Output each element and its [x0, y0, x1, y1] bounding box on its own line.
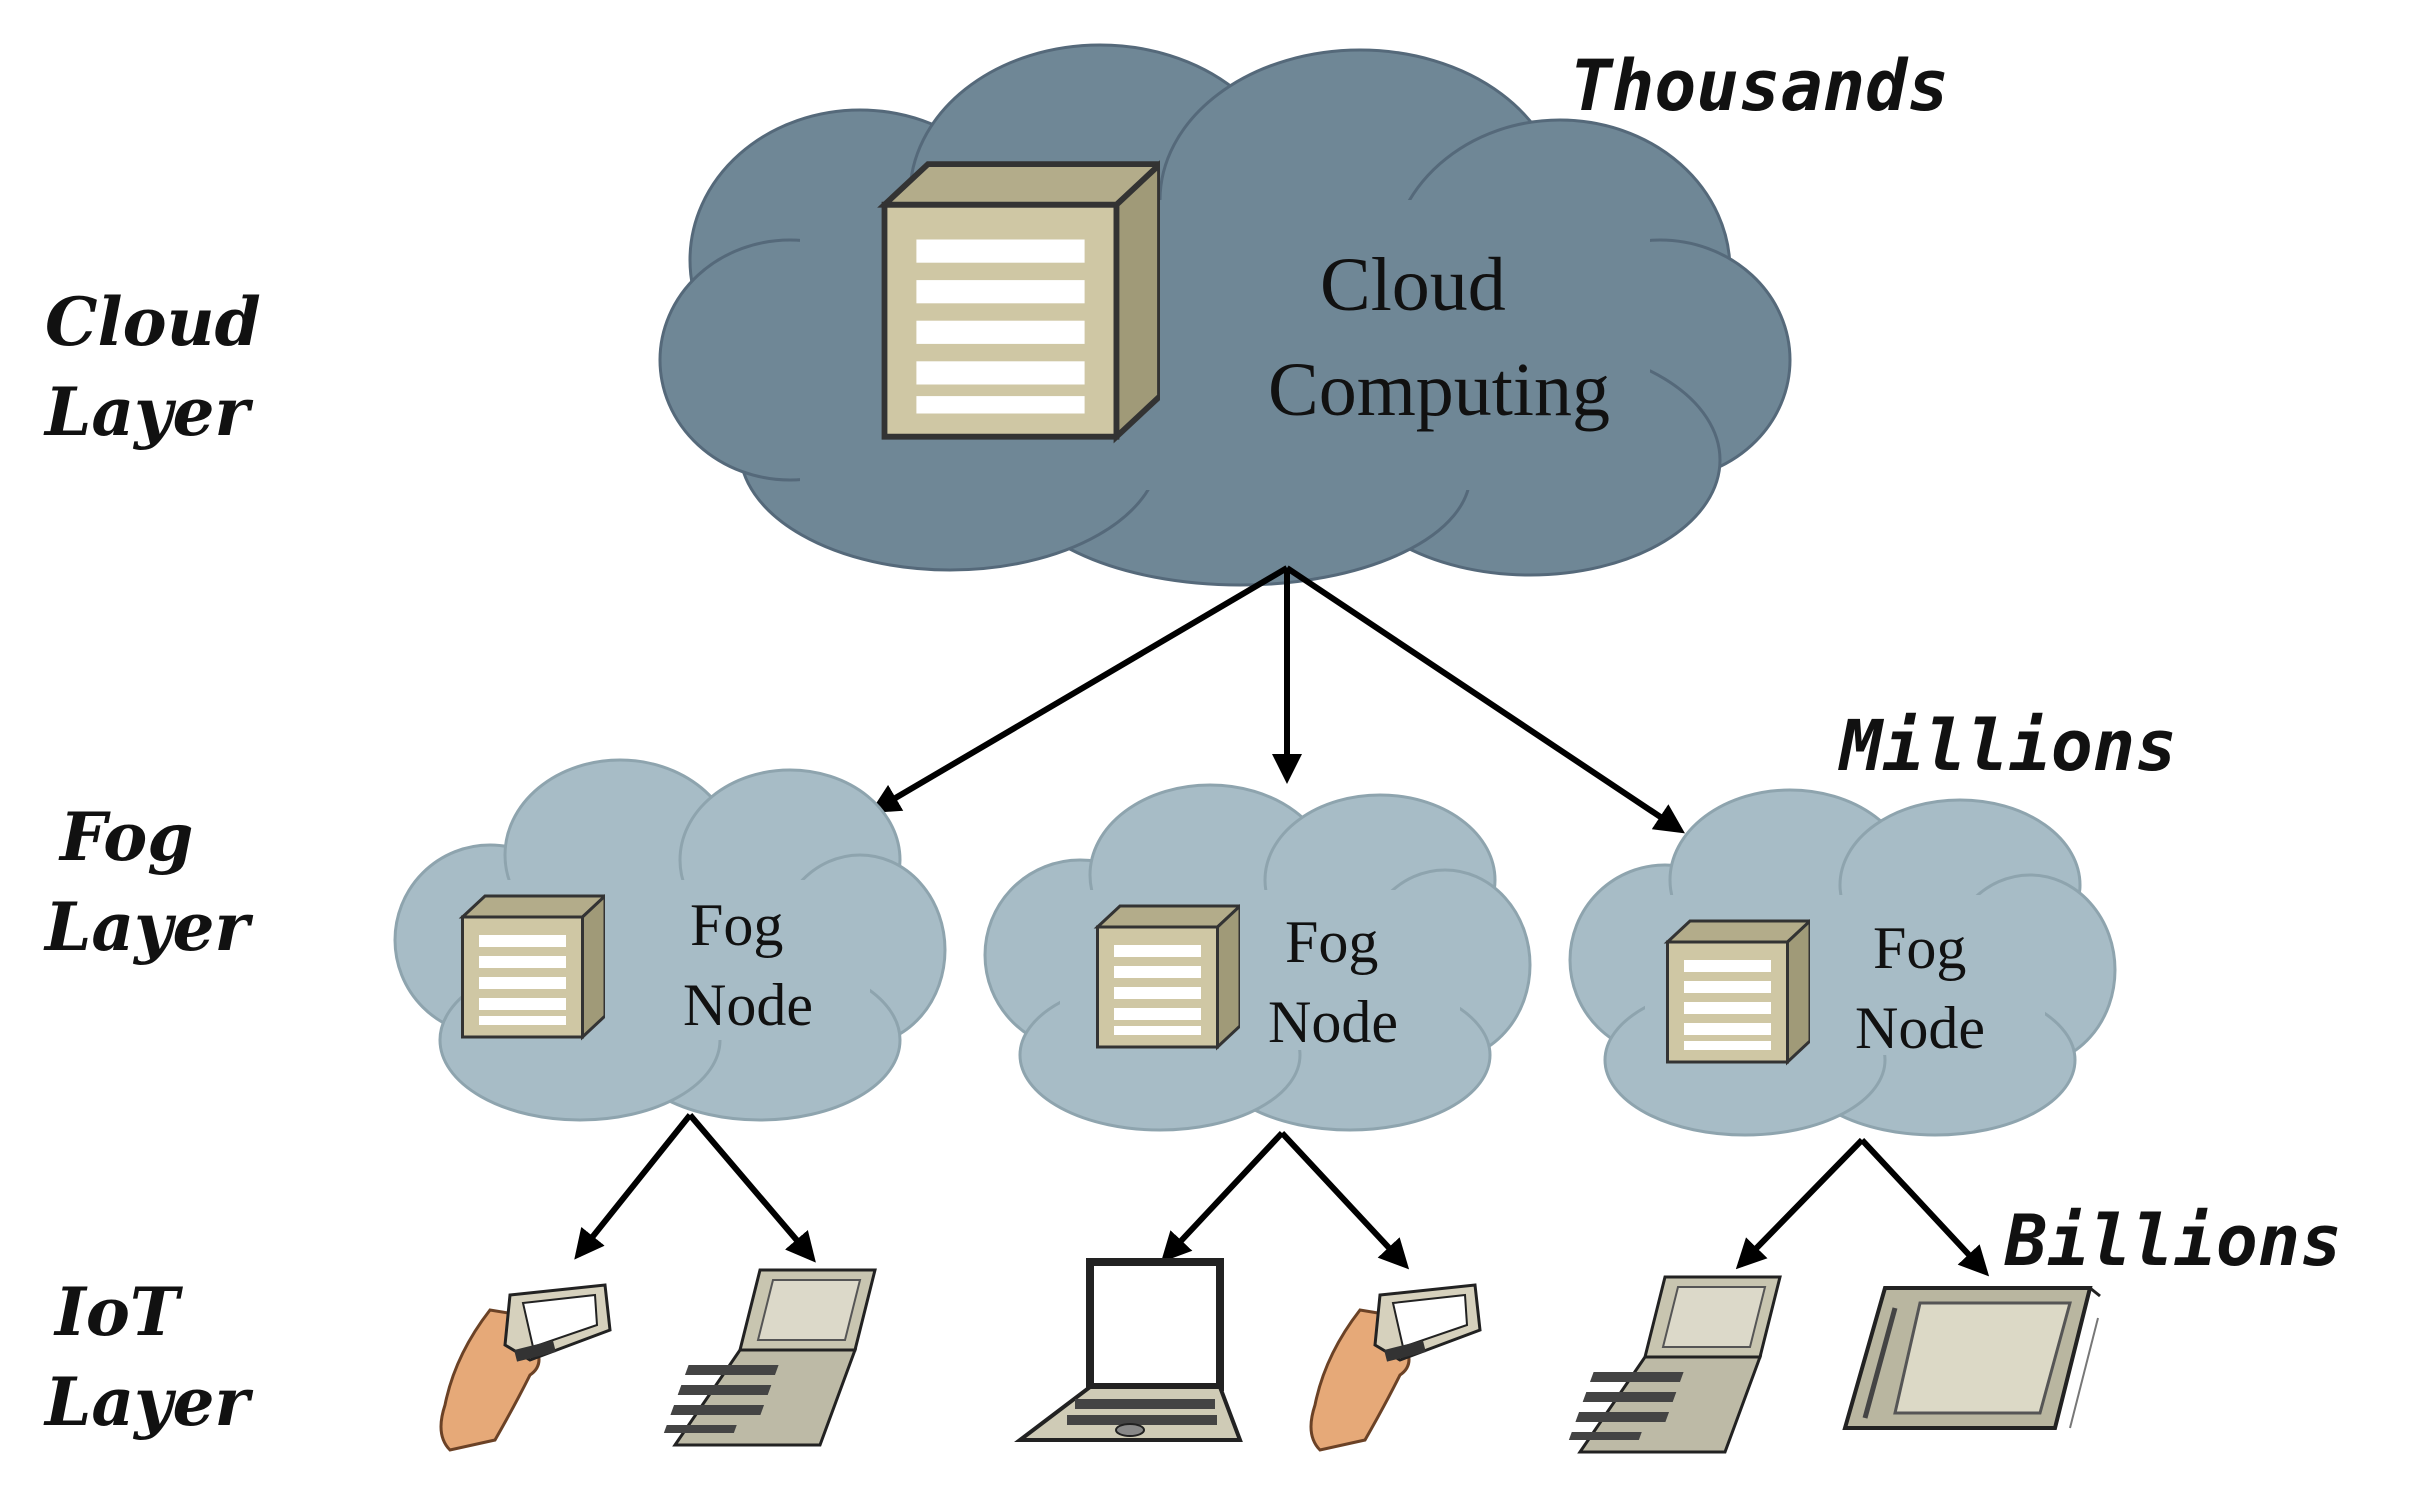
arrow-fog2-to-device-4 [1279, 1130, 1410, 1270]
fog-node-2-line1: Fog [1285, 909, 1378, 975]
fog-node-1-line2: Node [683, 972, 813, 1038]
cloud-to-fog-arrows [869, 565, 1685, 834]
iot-devices [439, 1258, 2101, 1454]
arrow-fog3-to-device-5 [1735, 1137, 1865, 1270]
fog-node-1-line1: Fog [690, 892, 783, 958]
arrow-cloud-to-fog-3 [1285, 565, 1685, 834]
cloud-layer-label-line1: Cloud [45, 283, 261, 361]
fog-to-iot-arrows [574, 1113, 1990, 1277]
cloud-layer-label-line2: Layer [43, 373, 254, 451]
billions-count-label: Billions [2004, 1200, 2342, 1282]
laptop-icon [1014, 1258, 1243, 1442]
fog-node-3: Fog Node [1568, 788, 2117, 1137]
fog-node-2: Fog Node [983, 783, 1532, 1132]
iot-layer-label-line1: IoT [53, 1273, 184, 1351]
millions-count-label: Millions [1838, 705, 2177, 787]
fog-layer-label-line2: Layer [43, 888, 254, 966]
cloud-shape [658, 43, 1792, 587]
fog-node-3-line1: Fog [1873, 915, 1966, 981]
flip-phone-icon [663, 1268, 877, 1447]
fog-cloud-shape-2 [983, 783, 1532, 1132]
flip-phone-icon-2 [1568, 1275, 1782, 1454]
fog-node-3-line2: Node [1855, 995, 1985, 1061]
handheld-pda-icon-2 [1309, 1283, 1482, 1452]
arrow-cloud-to-fog-1 [869, 565, 1289, 814]
fog-server-icon-2 [1095, 904, 1240, 1049]
layer-labels: Cloud Layer Fog Layer IoT Layer [43, 283, 261, 1441]
cloud-label-line1: Cloud [1320, 243, 1506, 327]
fog-layer-label-line1: Fog [58, 798, 193, 876]
handheld-pda-icon [439, 1283, 612, 1452]
fog-node-2-line2: Node [1268, 989, 1398, 1055]
fog-node-1: Fog Node [393, 758, 947, 1122]
cloud-computing-node: Cloud Computing [658, 43, 1792, 587]
arrow-fog3-to-device-6 [1859, 1137, 1990, 1277]
arrow-fog1-to-device-1 [574, 1113, 693, 1260]
cloud-server-icon [885, 164, 1161, 437]
thousands-count-label: Thousands [1570, 45, 1949, 127]
fog-cloud-shape-3 [1568, 788, 2117, 1137]
fog-server-icon-3 [1665, 919, 1810, 1064]
arrow-fog2-to-device-3 [1160, 1130, 1285, 1263]
iot-layer-label-line2: Layer [43, 1363, 254, 1441]
tablet-icon [1842, 1286, 2101, 1430]
count-labels: Thousands Millions Billions [1570, 45, 2342, 1282]
arrow-fog1-to-device-2 [687, 1113, 816, 1263]
cloud-label-line2: Computing [1268, 348, 1610, 432]
fog-server-icon-1 [460, 894, 605, 1039]
